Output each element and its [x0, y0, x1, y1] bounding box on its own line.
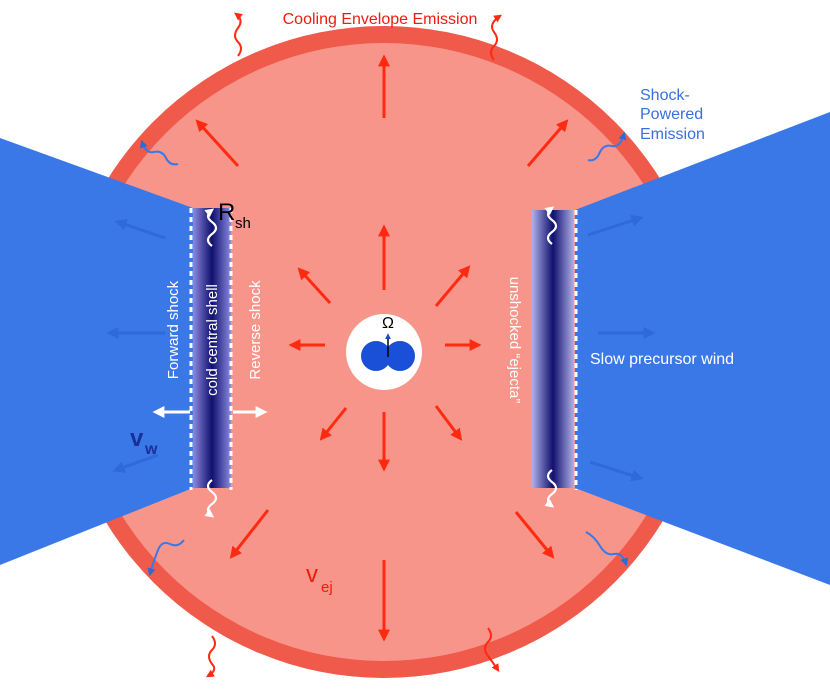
photon-icon [234, 12, 243, 57]
outflow-arrow [195, 119, 240, 168]
forward-shock-label: Forward shock [165, 280, 182, 379]
outflow-arrow [434, 265, 471, 307]
r-sh-sub: sh [235, 215, 251, 232]
wind-arrow [589, 460, 644, 482]
v-ej-main: v [306, 561, 318, 588]
cold-central-shell-label: cold central shell [204, 284, 221, 396]
shock-emission [139, 131, 629, 577]
photon-icon [204, 208, 218, 247]
outflow-arrow [526, 119, 569, 167]
wind-arrow [587, 214, 644, 237]
shock-powered-line-1: Shock- [640, 87, 690, 104]
binary-star-2 [385, 341, 415, 371]
shock-powered-label: Shock- Powered Emission [640, 87, 705, 143]
v-ej-sub: ej [321, 579, 333, 596]
inner-outflow-arrows [288, 224, 482, 472]
unshocked-ejecta-label: unshocked “ejecta” [506, 277, 523, 404]
outflow-arrow [229, 509, 270, 559]
right-cold-shell [532, 210, 574, 488]
wind-arrow [112, 453, 159, 473]
outflow-arrow [514, 511, 555, 559]
v-w-label: v w [130, 425, 158, 458]
cooling-envelope-label: Cooling Envelope Emission [283, 11, 478, 28]
v-w-main: v [130, 425, 144, 452]
photon-icon [544, 469, 558, 508]
v-ej-label: v ej [306, 561, 333, 596]
photon-icon [490, 14, 502, 61]
slow-precursor-wind-label: Slow precursor wind [590, 351, 734, 368]
photon-icon [587, 131, 627, 162]
v-w-sub: w [144, 441, 158, 458]
photon-icon [544, 206, 558, 245]
reverse-shock-label: Reverse shock [247, 280, 264, 380]
shock-powered-line-2: Powered [640, 106, 703, 123]
wind-arrow [114, 219, 166, 240]
right-wind-cone [575, 112, 830, 585]
wind-arrows [106, 214, 656, 482]
photon-icon [147, 539, 185, 577]
outflow-arrow [434, 405, 463, 441]
r-sh-label: R sh [218, 199, 251, 232]
cooling-emission [205, 12, 502, 678]
omega-label: Ω [382, 315, 394, 332]
photon-icon [205, 635, 216, 678]
outer-outflow-arrows [195, 54, 569, 642]
photon-icon [585, 531, 629, 567]
photon-icon [484, 627, 500, 672]
outflow-arrow [319, 407, 348, 441]
shock-powered-line-3: Emission [640, 126, 705, 143]
outflow-arrow [297, 267, 332, 305]
photon-icon [204, 479, 218, 518]
shell-emission [204, 206, 558, 518]
binary-star-1 [361, 341, 391, 371]
r-sh-main: R [218, 199, 235, 226]
photon-icon [139, 139, 179, 166]
left-cold-shell [193, 208, 231, 488]
